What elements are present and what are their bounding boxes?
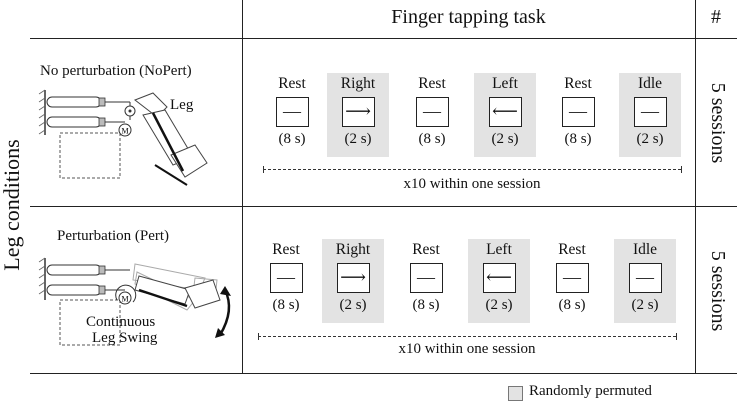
- step-duration: (2 s): [636, 131, 664, 147]
- step-duration: (2 s): [485, 297, 513, 313]
- step-rest-2: Rest — (8 s): [401, 73, 463, 157]
- leg-device-figure-nopert: M: [38, 89, 208, 186]
- right-arrow-icon: ⟶: [341, 97, 375, 127]
- leg-label: Leg: [170, 97, 194, 113]
- step-duration: (2 s): [631, 297, 659, 313]
- count-column-header: #: [711, 6, 721, 28]
- legend-label: Randomly permuted: [529, 383, 652, 399]
- left-arrow-icon: ⟵: [482, 263, 516, 293]
- step-left: Left ⟵ (2 s): [468, 239, 530, 323]
- bottom-rule: [30, 373, 737, 374]
- step-duration: (2 s): [344, 131, 372, 147]
- repeat-span-line-pert: [258, 336, 676, 337]
- repeat-tick-left: [258, 333, 259, 340]
- session-count-nopert: 5 sessions: [707, 82, 729, 164]
- cue-box: —: [628, 263, 662, 293]
- cue-box: —: [561, 97, 595, 127]
- swing-label-2: Leg Swing: [92, 330, 158, 346]
- step-rest-1: Rest — (8 s): [255, 239, 317, 323]
- row-divider: [30, 206, 737, 207]
- step-right: Right ⟶ (2 s): [322, 239, 384, 323]
- cue-box: —: [415, 97, 449, 127]
- swing-label-1: Continuous: [86, 314, 156, 330]
- cue-box: —: [633, 97, 667, 127]
- step-rest-2: Rest — (8 s): [395, 239, 457, 323]
- step-label: Idle: [637, 75, 663, 92]
- step-label: Left: [492, 75, 518, 92]
- repeat-tick-right: [676, 333, 677, 340]
- step-duration: (8 s): [278, 131, 306, 147]
- header-rule: [30, 38, 737, 39]
- step-idle: Idle — (2 s): [614, 239, 676, 323]
- step-label: Rest: [278, 75, 306, 92]
- step-idle: Idle — (2 s): [619, 73, 681, 157]
- repeat-span-line-nopert: [263, 169, 681, 170]
- step-label: Left: [486, 241, 512, 258]
- step-rest-3: Rest — (8 s): [541, 239, 603, 323]
- step-label: Rest: [412, 241, 440, 258]
- step-left: Left ⟵ (2 s): [474, 73, 536, 157]
- step-duration: (8 s): [558, 297, 586, 313]
- step-duration: (8 s): [564, 131, 592, 147]
- motor-label-nopert: M: [121, 127, 128, 136]
- leg-conditions-label: Leg conditions: [0, 139, 24, 271]
- repeat-text-pert: x10 within one session: [398, 341, 536, 357]
- session-count-pert: 5 sessions: [707, 250, 729, 332]
- step-rest-3: Rest — (8 s): [547, 73, 609, 157]
- step-duration: (8 s): [418, 131, 446, 147]
- step-label: Rest: [418, 75, 446, 92]
- right-arrow-icon: ⟶: [336, 263, 370, 293]
- condition-label-pert: Perturbation (Pert): [57, 228, 170, 244]
- repeat-tick-right: [681, 166, 682, 173]
- divider-left: [242, 0, 243, 373]
- step-label: Idle: [632, 241, 658, 258]
- step-duration: (8 s): [412, 297, 440, 313]
- repeat-text-nopert: x10 within one session: [403, 176, 541, 192]
- cue-box: —: [275, 97, 309, 127]
- step-label: Rest: [564, 75, 592, 92]
- cue-box: —: [555, 263, 589, 293]
- step-label: Rest: [558, 241, 586, 258]
- step-duration: (2 s): [491, 131, 519, 147]
- step-label: Right: [335, 241, 371, 258]
- repeat-tick-left: [263, 166, 264, 173]
- left-arrow-icon: ⟵: [488, 97, 522, 127]
- step-label: Right: [340, 75, 376, 92]
- motor-label-pert: M: [121, 295, 128, 304]
- step-duration: (8 s): [272, 297, 300, 313]
- step-rest-1: Rest — (8 s): [261, 73, 323, 157]
- task-title: Finger tapping task: [391, 6, 546, 28]
- cue-box: —: [409, 263, 443, 293]
- divider-right: [695, 0, 696, 373]
- condition-label-nopert: No perturbation (NoPert): [40, 63, 192, 79]
- legend-swatch: [508, 386, 523, 401]
- step-label: Rest: [272, 241, 300, 258]
- step-right: Right ⟶ (2 s): [327, 73, 389, 157]
- step-duration: (2 s): [339, 297, 367, 313]
- leg-device-figure-pert: M: [38, 257, 231, 346]
- cue-box: —: [269, 263, 303, 293]
